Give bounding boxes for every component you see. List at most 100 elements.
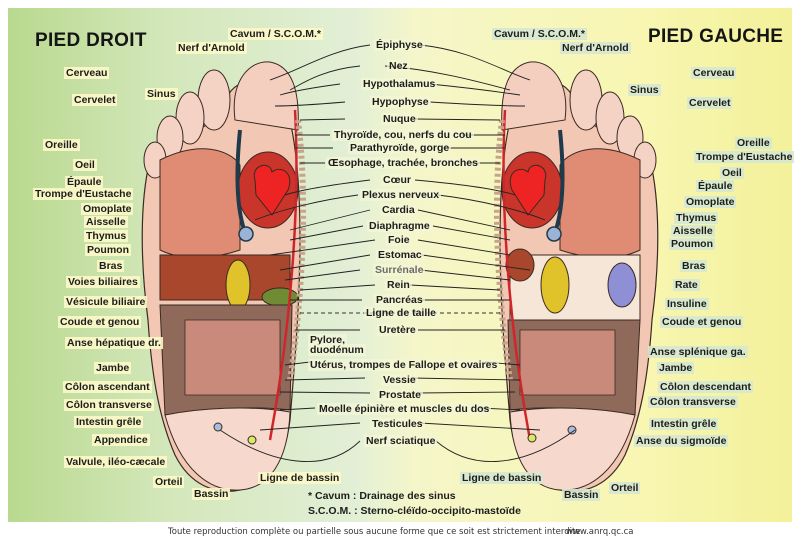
right-heart	[253, 164, 291, 216]
label-cardia: Cardia	[380, 204, 417, 216]
label-nerf-sciatique: Nerf sciatique	[364, 435, 438, 447]
right-sciatic-point	[247, 435, 257, 445]
leader-line	[411, 377, 521, 381]
leader-line	[299, 284, 376, 291]
leader-line	[419, 269, 511, 281]
label-coude-genou-left: Coude et genou	[660, 316, 744, 328]
label-trompe-left: Trompe d'Eustache	[694, 151, 795, 163]
label-estomac: Estomac	[376, 249, 424, 261]
leader-line	[419, 422, 541, 431]
label-poumon-right: Poumon	[85, 244, 131, 256]
website-link[interactable]: www.anrq.qc.ca	[566, 527, 634, 537]
left-foot-title: PIED GAUCHE	[648, 26, 784, 47]
label-intestin-grele-right: Intestin grêle	[74, 416, 144, 428]
label-prostate: Prostate	[377, 389, 424, 401]
label-bassin-right: Bassin	[192, 488, 231, 500]
left-nerve	[552, 129, 565, 236]
label-cerveau-right: Cerveau	[64, 67, 110, 79]
label-orteil-left: Orteil	[609, 482, 641, 494]
label-cavum-left: Cavum / S.C.O.M.*	[492, 28, 588, 40]
label-duodenum: duodénum	[308, 344, 366, 356]
leader-line	[432, 225, 511, 241]
leader-line	[299, 118, 346, 121]
label-epaule-left: Épaule	[696, 180, 735, 192]
note-scom: S.C.O.M. : Sterno-cléïdo-occipito-mastoï…	[308, 505, 521, 517]
leader-line	[417, 239, 511, 256]
label-insuline-left: Insuline	[665, 298, 709, 310]
label-poumon-left: Poumon	[669, 238, 715, 250]
label-ligne-bassin-left: Ligne de bassin	[460, 472, 544, 484]
left-spleen	[607, 262, 637, 308]
left-liver-part	[505, 248, 535, 282]
label-surrenale: Surrénale	[373, 264, 426, 276]
label-uretere: Uretère	[377, 324, 418, 336]
label-rein: Rein	[385, 279, 412, 291]
label-orteil-right: Orteil	[153, 476, 185, 488]
label-thymus-right: Thymus	[84, 230, 129, 242]
label-thyroide: Thyroïde, cou, nerfs du cou	[332, 129, 474, 141]
leader-line	[417, 209, 511, 231]
label-jambe-right: Jambe	[94, 362, 132, 374]
leader-line	[409, 284, 501, 291]
right-vertebrae	[287, 119, 307, 381]
label-thymus-left: Thymus	[674, 212, 719, 224]
leader-line	[289, 65, 361, 91]
label-nerf-arnold-left: Nerf d'Arnold	[560, 42, 631, 54]
left-heel	[509, 407, 636, 491]
right-nerve	[235, 129, 248, 236]
label-oesophage: Œsophage, trachée, bronches	[326, 157, 480, 169]
label-jambe-left: Jambe	[657, 362, 695, 374]
label-pancreas: Pancréas	[374, 294, 425, 306]
leader-line	[435, 429, 576, 462]
label-uterus: Utérus, trompes de Fallope et ovaires	[308, 359, 500, 371]
label-vesicule-right: Vésicule biliaire	[64, 296, 148, 308]
label-bassin-left: Bassin	[562, 489, 601, 501]
label-intestin-grele-left: Intestin grêle	[649, 418, 719, 430]
label-coeur: Cœur	[381, 174, 413, 186]
label-pylore: Pylore,	[308, 334, 348, 346]
label-bras-right: Bras	[97, 260, 125, 272]
note-cavum: * Cavum : Drainage des sinus	[308, 490, 456, 502]
right-pancreas	[261, 287, 299, 307]
leader-line	[289, 225, 364, 241]
label-epaule-right: Épaule	[65, 176, 104, 188]
leader-line	[417, 391, 516, 394]
label-plexus: Plexus nerveux	[360, 189, 442, 201]
leader-line	[259, 422, 361, 431]
label-rate-left: Rate	[673, 279, 700, 291]
leader-line	[284, 361, 311, 366]
label-sinus-left: Sinus	[628, 84, 661, 96]
left-foot	[493, 61, 659, 492]
label-vessie: Vessie	[381, 374, 418, 386]
label-cervelet-right: Cervelet	[72, 94, 118, 106]
left-lung	[559, 148, 641, 258]
label-cavum-right: Cavum / S.C.O.M.*	[228, 28, 324, 40]
leader-line	[269, 239, 376, 256]
leader-line	[419, 44, 531, 81]
label-ligne-taille: Ligne de taille	[364, 307, 439, 319]
label-anse-splenique-left: Anse splénique ga.	[648, 346, 748, 358]
label-epiphyse: Épiphyse	[374, 39, 425, 51]
label-cerveau-left: Cerveau	[691, 67, 737, 79]
label-moelle: Moelle épinière et muscles du dos	[317, 403, 492, 415]
label-nez: Nez	[387, 60, 410, 72]
leader-line	[254, 194, 359, 221]
label-appendice-right: Appendice	[92, 434, 150, 446]
leader-line	[421, 254, 531, 271]
leader-line	[414, 179, 516, 196]
label-valvule-right: Valvule, iléo-cæcale	[64, 456, 168, 468]
label-oeil-left: Oeil	[720, 167, 744, 179]
leader-line	[269, 44, 371, 81]
left-stomach	[540, 256, 570, 314]
label-nuque: Nuque	[381, 113, 418, 125]
leader-line	[279, 83, 341, 96]
leader-line	[289, 209, 371, 231]
label-colon-ascendant-right: Côlon ascendant	[63, 381, 152, 393]
right-small-intestine	[184, 319, 281, 396]
label-sinus-right: Sinus	[145, 88, 178, 100]
right-big-toe	[233, 61, 299, 131]
label-oeil-right: Oeil	[73, 159, 97, 171]
left-big-toe	[501, 61, 567, 131]
label-cervelet-left: Cervelet	[687, 97, 733, 109]
